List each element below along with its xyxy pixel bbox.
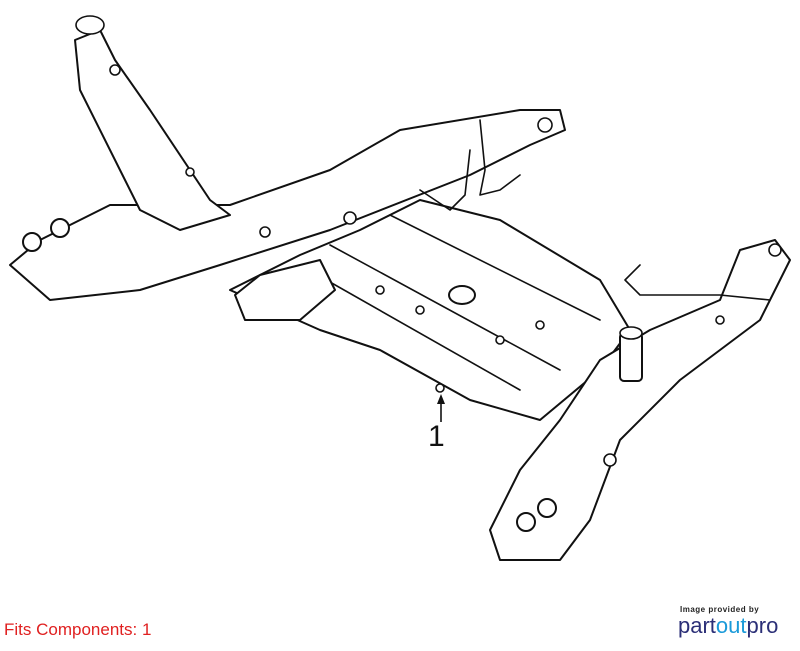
deck-rib-1 bbox=[329, 244, 561, 371]
left-upper-arm bbox=[74, 29, 231, 231]
mount-hole bbox=[495, 335, 505, 345]
image-credit-label: Image provided by bbox=[680, 605, 760, 614]
left-front-mount bbox=[234, 259, 336, 321]
nut-left-2 bbox=[50, 218, 70, 238]
mount-hole bbox=[768, 243, 782, 257]
mount-hole bbox=[535, 320, 545, 330]
callout-arrowhead bbox=[437, 394, 445, 404]
right-post bbox=[619, 332, 643, 382]
deck-rib-3 bbox=[299, 264, 521, 391]
brand-part: part bbox=[678, 613, 716, 638]
brand-pro: pro bbox=[746, 613, 779, 638]
deck-rib-2 bbox=[389, 214, 601, 321]
right-side-rail bbox=[489, 239, 791, 561]
partoutpro-logo[interactable]: partoutpro bbox=[678, 613, 778, 639]
mount-hole bbox=[415, 305, 425, 315]
brand-out: out bbox=[715, 613, 747, 638]
mount-hole bbox=[435, 383, 445, 393]
mount-hole bbox=[537, 117, 553, 133]
brake-line-upper bbox=[419, 119, 521, 211]
mount-hole bbox=[109, 64, 121, 76]
nut-right-2 bbox=[537, 498, 557, 518]
nut-left-1 bbox=[22, 232, 42, 252]
center-bushing bbox=[448, 285, 476, 305]
callout-number: 1 bbox=[428, 420, 445, 453]
nut-right-1 bbox=[516, 512, 536, 532]
brake-line-lower bbox=[624, 264, 771, 301]
mount-hole bbox=[603, 453, 617, 467]
fits-components-label: Fits Components: 1 bbox=[4, 620, 152, 639]
mount-hole bbox=[259, 226, 271, 238]
left-arm-top-bushing bbox=[75, 15, 105, 35]
mount-hole bbox=[185, 167, 195, 177]
right-post-top bbox=[619, 326, 643, 340]
mount-hole bbox=[343, 211, 357, 225]
subframe-diagram bbox=[9, 15, 791, 561]
mount-hole bbox=[715, 315, 725, 325]
rear-crossmember bbox=[9, 109, 566, 301]
mount-hole bbox=[375, 285, 385, 295]
